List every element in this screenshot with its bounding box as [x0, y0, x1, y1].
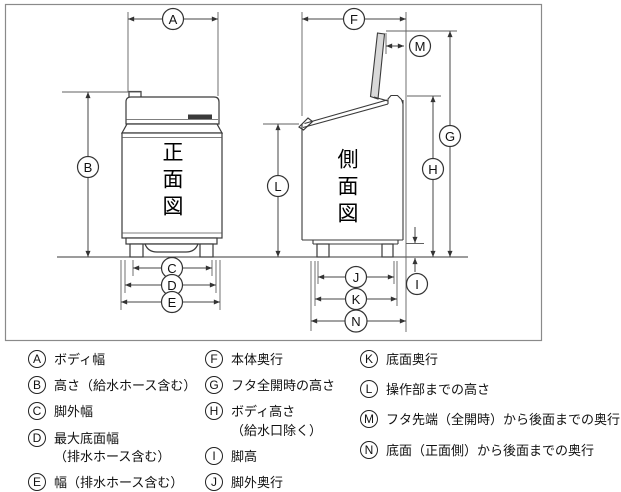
- circled-letter-M: M: [360, 410, 378, 429]
- legend-label-K: 底面奥行: [386, 352, 439, 367]
- top-slope-inner: [304, 99, 388, 125]
- top-slope-outer: [302, 103, 389, 129]
- circled-letter-G: G: [205, 376, 223, 395]
- marker-B: B: [84, 160, 93, 175]
- circled-letter-D: D: [28, 428, 46, 447]
- legend-label-H: ボディ高さ: [231, 404, 296, 420]
- legend-label-A: ボディ幅: [54, 352, 106, 367]
- legend-label-C: 脚外幅: [54, 404, 94, 420]
- legend-item-N: N 底面（正面側）から後面までの奥行: [360, 440, 620, 460]
- legend-label-D: 最大底面幅: [54, 430, 120, 446]
- legend-item-D: D 最大底面幅 （排水ホース含む）: [28, 428, 196, 466]
- marker-J: J: [353, 270, 360, 285]
- circled-letter-C: C: [28, 402, 46, 421]
- circled-letter-J: J: [205, 472, 223, 491]
- diagram-svg: A B C D: [4, 3, 543, 342]
- dimension-diagram: A B C D: [4, 3, 543, 342]
- legend-item-I: I 脚高: [205, 446, 335, 466]
- front-rim: [120, 123, 224, 134]
- circled-letter-L: L: [360, 380, 378, 399]
- marker-I: I: [415, 277, 419, 292]
- legend-label-H-line2: （給水口除く）: [231, 422, 323, 438]
- circled-letter-H: H: [205, 402, 223, 421]
- legend-label-L: 操作部までの高さ: [386, 382, 491, 398]
- front-view-machine: [120, 90, 224, 258]
- marker-N: N: [351, 314, 360, 329]
- front-view-title: 正面図: [160, 141, 183, 222]
- legend-label-D-line2: （排水ホース含む）: [54, 448, 171, 464]
- lid-hinge: [387, 94, 404, 105]
- legend-item-C: C 脚外幅: [28, 402, 196, 421]
- side-view-machine: [298, 32, 404, 258]
- dim-I-leg-height: I: [405, 227, 429, 296]
- legend-item-B: B 高さ（給水ホース含む）: [28, 376, 196, 395]
- dim-G-open-lid-height: G: [386, 30, 462, 257]
- lid-handle: [188, 114, 212, 119]
- marker-G: G: [445, 129, 455, 144]
- legend-label-G: フタ全開時の高さ: [231, 378, 336, 394]
- marker-E: E: [168, 295, 177, 310]
- circled-letter-I: I: [205, 446, 223, 465]
- legend-label-E: 幅（排水ホース含む）: [54, 474, 184, 490]
- marker-L: L: [274, 179, 281, 194]
- marker-D: D: [167, 278, 176, 293]
- legend-label-N: 底面（正面側）から後面までの奥行: [386, 442, 595, 458]
- legend-item-K: K 底面奥行: [360, 350, 620, 369]
- marker-A: A: [169, 12, 178, 27]
- legend-item-E: E 幅（排水ホース含む）: [28, 472, 196, 492]
- marker-H: H: [428, 162, 437, 177]
- circled-letter-N: N: [360, 440, 378, 459]
- dim-C-leg-width: C: [132, 256, 213, 280]
- marker-M: M: [415, 39, 426, 54]
- dim-J-leg-depth: J: [317, 261, 395, 289]
- legend-item-L: L 操作部までの高さ: [360, 380, 620, 399]
- marker-C: C: [167, 261, 176, 276]
- legend-column-2: F 本体奥行 G フタ全開時の高さ H ボディ高さ （給水口除く） I 脚高 J…: [205, 350, 335, 492]
- legend-label-M: フタ先端（全開時）から後面までの奥行: [386, 412, 621, 428]
- dim-M-lid-tip-depth: M: [385, 33, 432, 58]
- side-view-title: 側面図: [335, 148, 358, 229]
- legend-item-G: G フタ全開時の高さ: [205, 376, 335, 395]
- legend-item-A: A ボディ幅: [28, 350, 196, 369]
- front-lid-panel: [125, 96, 220, 125]
- dim-D-max-bottom-width: D: [124, 260, 217, 297]
- circled-letter-F: F: [205, 350, 223, 368]
- legend-item-J: J 脚外奥行: [205, 472, 335, 492]
- front-body: [121, 132, 223, 239]
- dim-L-panel-height: L: [263, 123, 299, 257]
- marker-F: F: [350, 12, 358, 27]
- legend-item-F: F 本体奥行: [205, 350, 335, 369]
- front-left-foot: [129, 243, 144, 258]
- dim-A-body-width: A: [127, 7, 219, 96]
- front-skirt: [125, 237, 218, 245]
- circled-letter-K: K: [360, 350, 378, 368]
- dim-F-body-depth: F: [301, 7, 407, 332]
- side-front-foot: [316, 243, 330, 258]
- circled-letter-B: B: [28, 376, 46, 395]
- legend-label-B: 高さ（給水ホース含む）: [54, 378, 197, 394]
- circled-letter-E: E: [28, 472, 46, 491]
- legend-item-M: M フタ先端（全開時）から後面までの奥行: [360, 410, 620, 429]
- dim-H-body-height: H: [407, 95, 445, 257]
- front-base-pan: [144, 243, 199, 253]
- front-right-foot: [199, 243, 214, 258]
- legend-label-I: 脚高: [231, 448, 258, 464]
- dim-B-height: B: [62, 91, 141, 257]
- circled-letter-A: A: [28, 350, 46, 368]
- legend-column-1: A ボディ幅 B 高さ（給水ホース含む） C 脚外幅 D 最大底面幅 （排水ホー…: [28, 350, 196, 492]
- legend-label-J: 脚外奥行: [231, 474, 284, 490]
- open-lid: [369, 32, 386, 100]
- side-rear-foot: [381, 243, 394, 258]
- legend-column-3: K 底面奥行 L 操作部までの高さ M フタ先端（全開時）から後面までの奥行 N…: [360, 350, 620, 471]
- dim-E-width: E: [120, 260, 221, 314]
- marker-K: K: [352, 292, 361, 307]
- dim-N-bottom-to-rear-depth: N: [310, 261, 406, 333]
- legend-label-F: 本体奥行: [231, 352, 284, 367]
- legend-item-H: H ボディ高さ （給水口除く）: [205, 402, 335, 439]
